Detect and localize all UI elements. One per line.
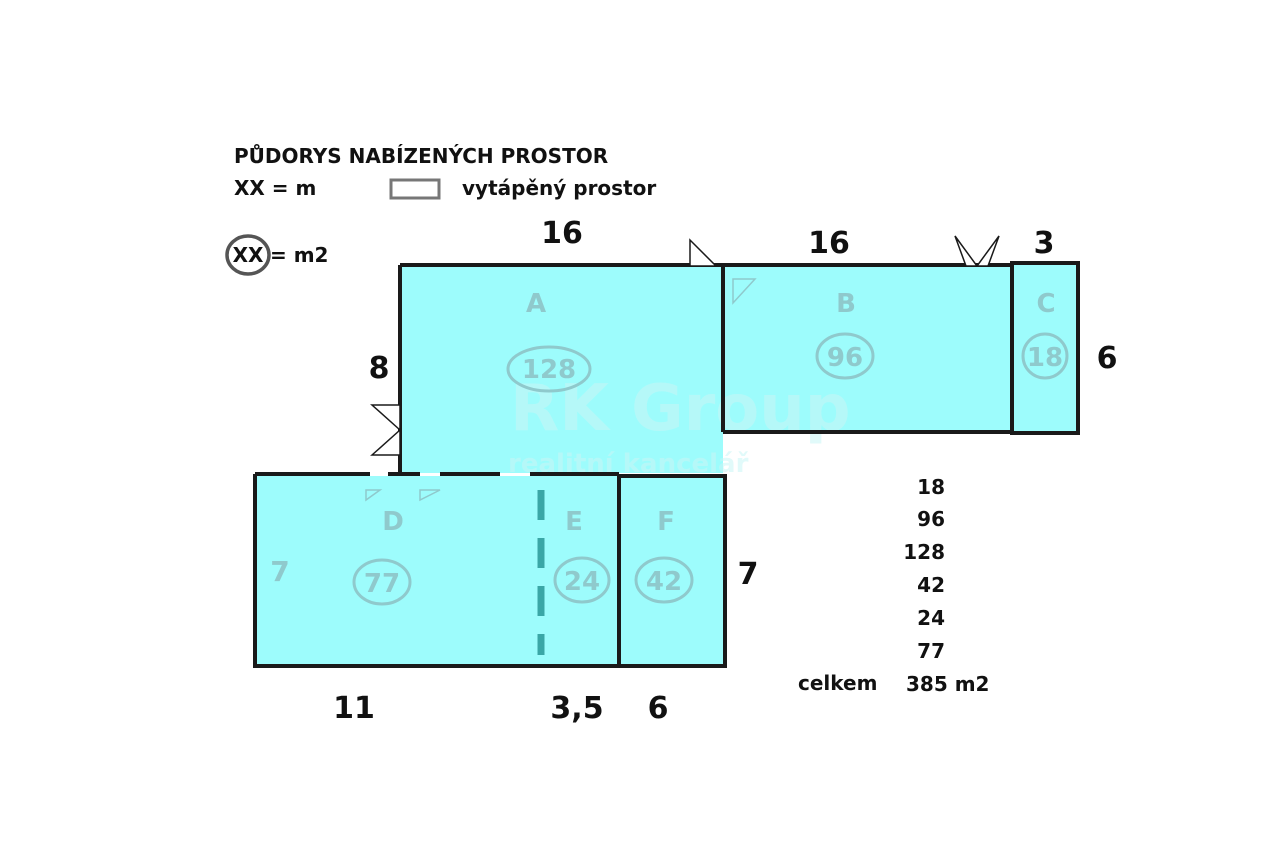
door-b-top-left — [954, 235, 979, 267]
area-unit-legend: = m2 — [270, 243, 328, 267]
room-c-area-oval — [1021, 332, 1069, 380]
room-b-letter: B — [836, 289, 856, 319]
room-d-area-oval — [352, 558, 412, 606]
room-a-fill — [400, 265, 723, 473]
summary-total-label: celkem — [798, 671, 877, 695]
room-d-area: 77 — [364, 569, 400, 599]
room-b-area: 96 — [827, 343, 863, 373]
room-e-letter: E — [565, 507, 583, 537]
dim-d-bottom: 11 — [333, 691, 375, 726]
door-a-top — [689, 238, 718, 267]
room-e-area: 24 — [564, 567, 600, 597]
room-a-letter: A — [526, 289, 546, 319]
heated-space-swatch — [389, 178, 441, 200]
wall-room-b — [723, 263, 1012, 434]
dim-b-top: 16 — [808, 226, 850, 261]
door-a-left-upper — [370, 404, 401, 432]
area-symbol-text: XX — [233, 243, 264, 267]
room-b-area-oval — [815, 332, 875, 380]
dim-d-left: 7 — [270, 555, 289, 588]
summary-value-1: 18 — [917, 475, 945, 499]
summary-value-4: 42 — [917, 573, 945, 597]
room-f-area-oval — [634, 556, 694, 604]
summary-total-value: 385 m2 — [906, 672, 989, 696]
door-swing-d-left — [365, 489, 383, 502]
room-f-area: 42 — [646, 567, 682, 597]
wall-room-c — [1010, 261, 1080, 435]
heated-space-label: vytápěný prostor — [462, 176, 656, 200]
wall-room-f — [617, 474, 727, 668]
room-e-area-oval — [553, 556, 611, 604]
room-d-letter: D — [382, 507, 404, 537]
dim-a-top: 16 — [541, 216, 583, 251]
door-swing-d-right — [419, 489, 441, 502]
room-c-letter: C — [1036, 289, 1055, 319]
length-unit-legend: XX = m — [234, 176, 316, 200]
door-swing-a-b — [732, 278, 757, 305]
room-a-area-oval — [506, 345, 592, 393]
door-a-left-lower — [370, 428, 401, 456]
plan-title: PŮDORYS NABÍZENÝCH PROSTOR — [234, 144, 608, 168]
summary-value-2: 96 — [917, 507, 945, 531]
summary-value-6: 77 — [917, 639, 945, 663]
room-a-area: 128 — [522, 355, 576, 385]
summary-value-5: 24 — [917, 606, 945, 630]
area-symbol-circle — [225, 234, 271, 276]
room-c-area: 18 — [1027, 343, 1063, 373]
dim-f-right: 7 — [738, 557, 759, 592]
room-f-letter: F — [657, 507, 675, 537]
summary-value-3: 128 — [903, 540, 945, 564]
dim-a-left: 8 — [369, 351, 390, 386]
door-b-top-right — [975, 235, 1000, 267]
dim-e-bottom: 3,5 — [550, 691, 603, 726]
dim-c-right: 6 — [1097, 341, 1118, 376]
dim-f-bottom: 6 — [648, 691, 669, 726]
room-b-fill — [723, 265, 1012, 432]
dim-c-top: 3 — [1034, 226, 1055, 261]
wall-room-d — [253, 472, 619, 668]
room-f-fill — [619, 476, 725, 665]
